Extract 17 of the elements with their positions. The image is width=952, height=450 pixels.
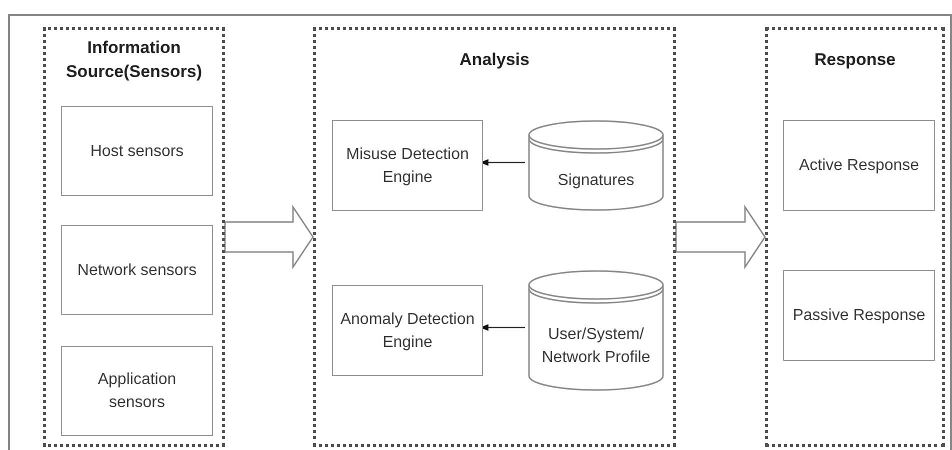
group-heading: Response — [813, 49, 897, 71]
group-heading: Information Source(Sensors) — [64, 37, 204, 83]
node-label: Active Response — [798, 156, 920, 176]
node-label: Anomaly Detection Engine — [339, 310, 476, 352]
node-label: Network sensors — [76, 260, 198, 280]
block-arrow — [224, 204, 314, 270]
node-label: Application sensors — [96, 370, 178, 413]
dotted-group-frame — [313, 27, 676, 447]
node-label: Passive Response — [792, 306, 926, 326]
block-arrow — [675, 204, 766, 270]
group-heading: Analysis — [458, 49, 530, 71]
node-label: Host sensors — [89, 142, 185, 162]
node-label: Misuse Detection Engine — [345, 144, 470, 188]
node-label: User/System/ Network Profile — [540, 324, 652, 368]
dotted-group-frame — [43, 27, 225, 447]
node-label: Signatures — [556, 171, 636, 191]
dotted-group-frame — [765, 27, 945, 447]
